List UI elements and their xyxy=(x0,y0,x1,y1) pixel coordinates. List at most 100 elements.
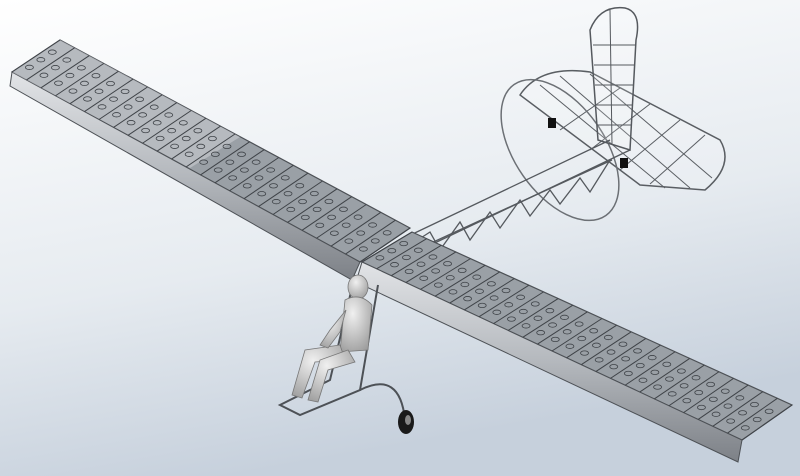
lightening-hole xyxy=(370,238,380,244)
lightening-hole xyxy=(47,49,57,55)
lightening-hole xyxy=(706,381,716,388)
lightening-hole xyxy=(329,230,339,236)
lightening-hole xyxy=(443,261,452,267)
lightening-hole xyxy=(560,314,569,320)
wing-rib xyxy=(258,172,309,207)
lightening-hole xyxy=(254,175,264,181)
wing-rib xyxy=(405,251,457,283)
lightening-hole xyxy=(387,248,397,254)
lightening-hole xyxy=(126,120,136,126)
lightening-hole xyxy=(269,183,278,189)
lightening-hole xyxy=(327,214,337,220)
lightening-hole xyxy=(309,190,319,197)
lightening-hole xyxy=(492,309,502,315)
lightening-hole xyxy=(368,222,377,228)
wing-rib xyxy=(595,338,647,372)
wing-rib xyxy=(345,219,396,255)
wing-rib xyxy=(712,391,764,427)
vertical-fin xyxy=(589,6,639,152)
lightening-hole xyxy=(280,175,290,181)
wing-rib xyxy=(214,149,265,184)
wing-rib xyxy=(200,141,250,176)
lightening-hole xyxy=(257,191,267,197)
lightening-hole xyxy=(521,323,531,329)
lightening-hole xyxy=(697,404,706,411)
lightening-hole xyxy=(25,64,34,70)
wing-rib xyxy=(185,133,236,168)
lightening-hole xyxy=(36,57,46,63)
lightening-hole xyxy=(653,384,662,390)
lightening-hole xyxy=(152,120,162,126)
lightening-hole xyxy=(545,308,555,314)
pilot-figure xyxy=(291,274,373,403)
lightening-hole xyxy=(324,198,334,205)
lightening-hole xyxy=(562,329,572,335)
wing-rib xyxy=(98,86,148,120)
lightening-hole xyxy=(726,418,736,424)
wing-rib xyxy=(449,271,500,304)
elevator-hinge-left xyxy=(548,118,556,128)
lightening-hole xyxy=(589,328,599,334)
lightening-hole xyxy=(457,267,467,274)
wing-rib xyxy=(316,204,367,239)
lightening-hole xyxy=(283,191,293,197)
lightening-hole xyxy=(504,302,514,308)
wing-rib xyxy=(493,291,544,325)
wing-rib xyxy=(537,311,588,345)
wing-rib xyxy=(551,318,603,352)
wing-rib xyxy=(171,125,221,160)
lightening-hole xyxy=(193,128,203,134)
lightening-hole xyxy=(428,254,438,260)
wing-rib xyxy=(272,180,323,215)
wing-rib xyxy=(697,384,749,420)
lightening-hole xyxy=(650,369,660,375)
lightening-hole xyxy=(609,364,619,370)
lightening-hole xyxy=(635,362,645,369)
lightening-hole xyxy=(416,261,426,267)
lightening-hole xyxy=(300,214,310,221)
lightening-hole xyxy=(533,315,543,321)
lightening-hole xyxy=(574,321,584,327)
wing-rib xyxy=(683,377,734,414)
lightening-hole xyxy=(91,73,101,79)
lightening-hole xyxy=(404,268,414,275)
lightening-hole xyxy=(679,383,689,389)
lightening-hole xyxy=(633,348,642,354)
lightening-hole xyxy=(237,151,246,157)
wing-rib xyxy=(420,258,471,290)
lightening-hole xyxy=(199,159,209,165)
lightening-hole xyxy=(723,403,733,409)
lightening-hole xyxy=(222,143,232,150)
lightening-hole xyxy=(662,361,672,367)
lightening-hole xyxy=(580,350,589,356)
lightening-hole xyxy=(711,411,721,417)
lightening-hole xyxy=(472,274,482,280)
lightening-hole xyxy=(356,230,366,236)
lightening-hole xyxy=(54,80,63,86)
lightening-hole xyxy=(286,206,296,213)
lightening-hole xyxy=(752,416,762,423)
lightening-hole xyxy=(618,341,628,347)
lightening-hole xyxy=(271,199,281,205)
wing-rib xyxy=(464,278,515,311)
lightening-hole xyxy=(120,88,130,95)
lightening-hole xyxy=(448,289,458,295)
lightening-hole xyxy=(431,268,441,274)
lightening-hole xyxy=(240,167,249,173)
lightening-hole xyxy=(228,175,238,181)
lightening-hole xyxy=(507,316,516,322)
lightening-hole xyxy=(623,370,633,377)
wing-rib xyxy=(434,264,486,297)
lightening-hole xyxy=(135,96,145,102)
lightening-hole xyxy=(251,159,261,165)
wing-rib xyxy=(522,304,574,338)
lightening-hole xyxy=(65,72,75,79)
wing-rib xyxy=(113,94,163,128)
wing-rib xyxy=(727,397,778,434)
lightening-hole xyxy=(353,214,363,220)
lightening-hole xyxy=(720,388,730,394)
lightening-hole xyxy=(402,254,411,261)
wing-rib xyxy=(26,47,75,81)
lightening-hole xyxy=(138,112,148,118)
